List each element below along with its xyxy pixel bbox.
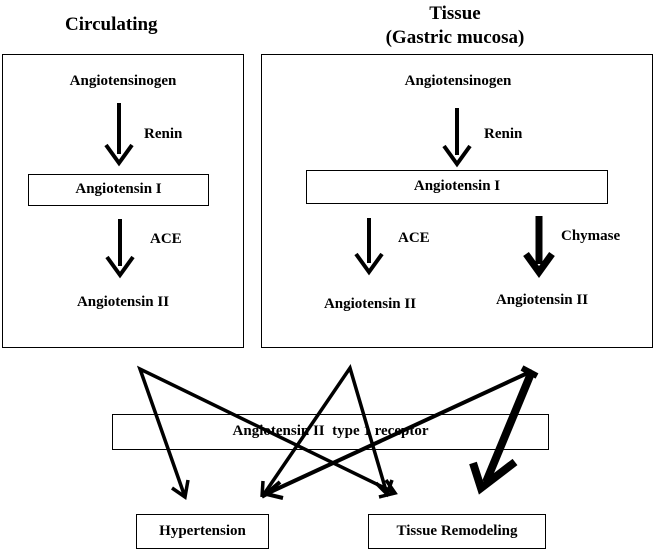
tissue-remodeling-label: Tissue Remodeling (396, 523, 518, 539)
circ-renin-arrow-icon (104, 103, 134, 167)
at1-receptor-box (112, 414, 549, 450)
tissue-angiotensin-i-box (306, 170, 608, 204)
tissue-renin-label: Renin (484, 126, 523, 142)
tissue-chymase-arrow-icon (523, 216, 555, 278)
tissue-angiotensin-ii-chymase: Angiotensin II (495, 292, 589, 308)
tissue-chymase-to-outcomes-arrows-icon (261, 365, 539, 500)
tissue-ace-arrow-icon (354, 218, 384, 276)
circ-angiotensin-ii: Angiotensin II (76, 294, 170, 310)
tissue-ace-to-outcomes-arrows-icon (260, 363, 394, 499)
circ-ace-label: ACE (150, 231, 182, 247)
tissue-header-line1: Tissue (429, 3, 481, 24)
tissue-angiotensin-ii-ace: Angiotensin II (323, 296, 417, 312)
tissue-angiotensin-i: Angiotensin I (413, 178, 501, 194)
circulating-header: Circulating (65, 14, 158, 35)
circ-ace-arrow-icon (105, 219, 135, 279)
circ-angiotensin-i: Angiotensin I (75, 181, 162, 197)
tissue-header: Tissue (Gastric mucosa) (320, 4, 590, 47)
tissue-angiotensinogen: Angiotensinogen (404, 73, 512, 89)
hypertension-label: Hypertension (159, 523, 246, 539)
tissue-remodeling-box (368, 514, 546, 549)
circ-angiotensinogen: Angiotensinogen (69, 73, 177, 89)
hypertension-box (136, 514, 269, 549)
tissue-chymase-label: Chymase (561, 228, 621, 244)
circ-renin-label: Renin (144, 126, 183, 142)
tissue-renin-arrow-icon (442, 108, 472, 168)
tissue-ace-label: ACE (398, 230, 430, 246)
circ-angiotensin-i-box (28, 174, 209, 206)
tissue-header-line2: (Gastric mucosa) (385, 27, 525, 48)
